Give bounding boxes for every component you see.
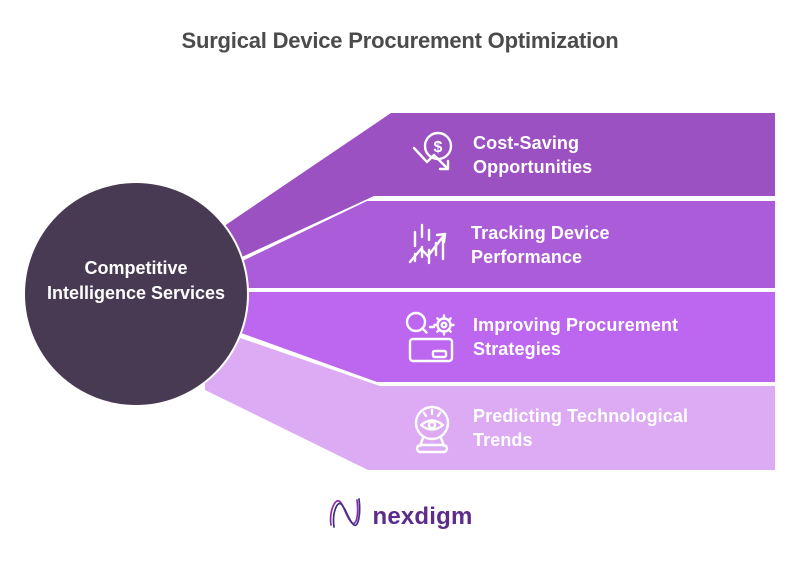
center-circle-label: Competitive Intelligence Services bbox=[46, 258, 226, 303]
brand-wordmark: nexdigm bbox=[372, 502, 473, 530]
band-shape-tracking bbox=[205, 201, 775, 288]
band-label: Predicting Technological Trends bbox=[473, 406, 689, 450]
band-shape-cost-saving bbox=[205, 113, 775, 274]
search-gear-card-icon bbox=[403, 309, 459, 365]
crystal-ball-eye-icon bbox=[405, 401, 459, 455]
dollar-decrease-icon: $ bbox=[407, 129, 459, 181]
brand-footer: nexdigm bbox=[0, 496, 800, 537]
band-row-cost-saving: $ Cost-Saving Opportunities bbox=[407, 113, 691, 196]
dollar-glyph: $ bbox=[434, 139, 443, 156]
band-label: Improving Procurement Strategies bbox=[473, 315, 679, 359]
page-title: Surgical Device Procurement Optimization bbox=[181, 28, 619, 53]
nexdigm-logo-icon bbox=[327, 496, 363, 537]
band-label: Tracking Device Performance bbox=[471, 222, 610, 267]
band-row-tracking: Tracking Device Performance bbox=[405, 201, 689, 288]
band-row-improving: Improving Procurement Strategies bbox=[403, 292, 691, 382]
band-shape-improving bbox=[205, 292, 775, 382]
center-circle bbox=[23, 181, 249, 407]
chart-growth-arrow-icon bbox=[405, 219, 457, 271]
band-row-predicting: Predicting Technological Trends bbox=[405, 386, 691, 470]
band-shape-predicting bbox=[205, 326, 775, 470]
band-label: Cost-Saving Opportunities bbox=[473, 132, 593, 177]
